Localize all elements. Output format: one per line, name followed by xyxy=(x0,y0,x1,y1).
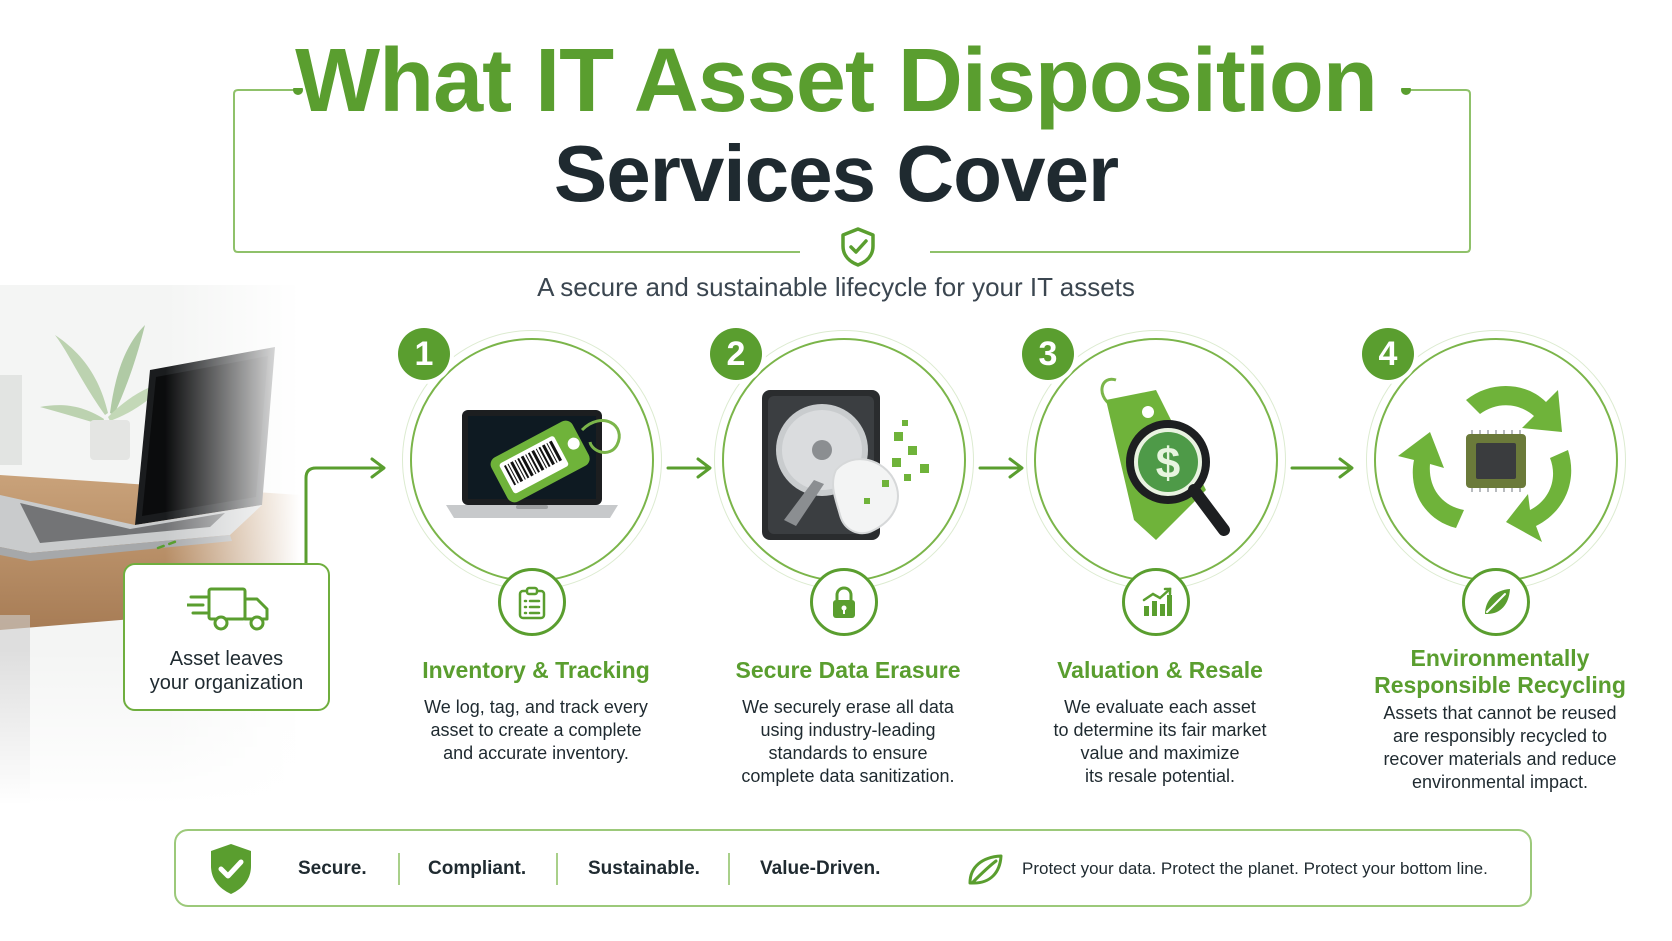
step-description: Assets that cannot be reused are respons… xyxy=(1383,703,1617,792)
bar-chart-icon xyxy=(1122,568,1190,636)
hard-drive-illustration xyxy=(744,370,944,550)
laptop-tag-illustration xyxy=(432,370,632,550)
footer-divider xyxy=(728,853,730,885)
title-frame xyxy=(232,88,1472,254)
step-valuation-resale: $ 3 Valuation & Resale We evaluate each … xyxy=(1000,328,1320,810)
leaf-icon xyxy=(966,853,1004,892)
step-title: Inventory & Tracking xyxy=(422,657,650,683)
footer-divider xyxy=(398,853,400,885)
step-responsible-recycling: 4 Environmentally Responsible Recycling … xyxy=(1340,328,1660,810)
step-secure-data-erasure: 2 Secure Data Erasure We securely erase … xyxy=(688,328,1008,810)
clipboard-icon xyxy=(498,568,566,636)
page-title-line2: Services Cover xyxy=(553,129,1119,218)
price-tag-magnifier-illustration: $ xyxy=(1056,370,1256,550)
footer-value-sustainable: Sustainable. xyxy=(588,858,700,879)
recycling-chip-illustration xyxy=(1396,370,1596,550)
start-label-line2: your organization xyxy=(149,672,304,694)
laptop-desk-scene xyxy=(0,285,300,805)
lock-icon xyxy=(810,568,878,636)
start-card-label: Asset leaves your organization xyxy=(125,647,328,695)
step-description: We log, tag, and track every asset to cr… xyxy=(424,697,648,763)
footer-divider xyxy=(556,853,558,885)
step-number: 3 xyxy=(1022,328,1074,380)
footer-value-secure: Secure. xyxy=(298,858,367,879)
shield-check-icon xyxy=(839,226,877,268)
step-description: We securely erase all data using industr… xyxy=(741,697,955,786)
delivery-truck-icon xyxy=(185,585,271,635)
shield-check-icon xyxy=(208,842,254,901)
step-description: We evaluate each asset to determine its … xyxy=(1053,697,1267,786)
step-title: Valuation & Resale xyxy=(1057,657,1263,683)
start-label-line1: Asset leaves xyxy=(169,648,284,670)
step-number: 1 xyxy=(398,328,450,380)
step-title: Secure Data Erasure xyxy=(735,657,961,683)
page-subtitle: A secure and sustainable lifecycle for y… xyxy=(537,272,1135,302)
footer-value-compliant: Compliant. xyxy=(428,858,527,879)
footer-bar: Secure. Compliant. Sustainable. Value-Dr… xyxy=(174,829,1532,907)
svg-text:$: $ xyxy=(1156,439,1180,488)
step-inventory-tracking: 1 Inventory & Tracking We log, tag, and … xyxy=(376,328,696,810)
step-number: 4 xyxy=(1362,328,1414,380)
footer-value-value-driven: Value-Driven. xyxy=(760,858,881,879)
step-title: Environmentally Responsible Recycling xyxy=(1374,645,1626,698)
step-number: 2 xyxy=(710,328,762,380)
start-card: Asset leaves your organization xyxy=(123,563,330,711)
footer-tagline: Protect your data. Protect the planet. P… xyxy=(1022,859,1488,878)
leaf-icon xyxy=(1462,568,1530,636)
page-title-line1: What IT Asset Disposition xyxy=(295,31,1378,131)
